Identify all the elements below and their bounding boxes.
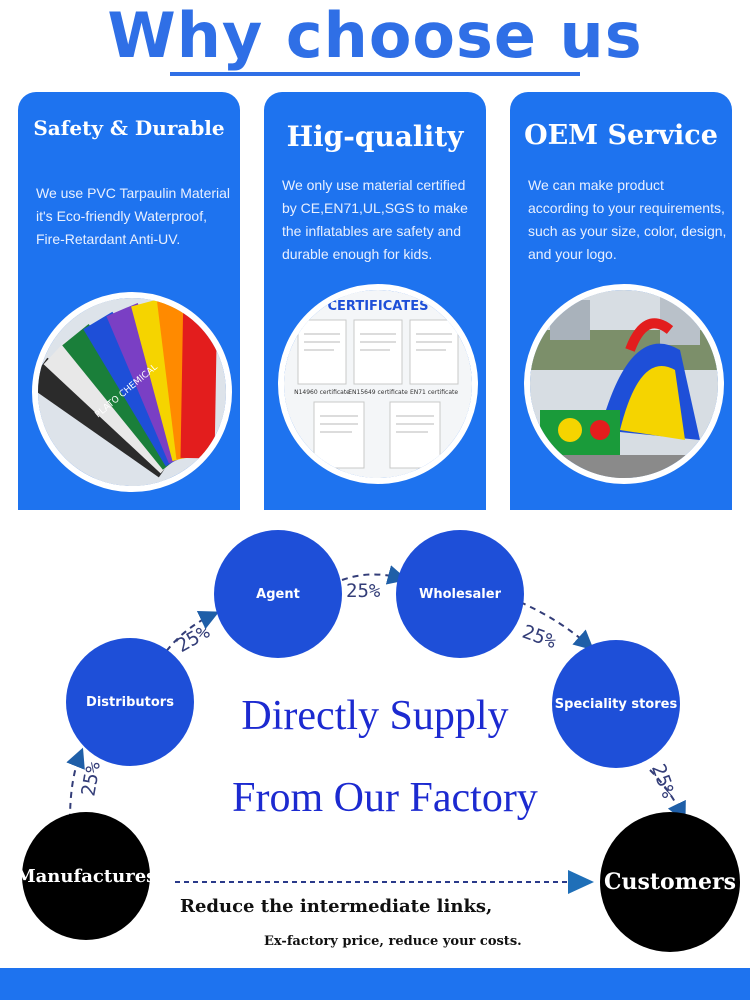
inflatable-slide-icon <box>530 290 718 478</box>
swatch-fan-icon: PLATO CHEMICAL <box>38 298 226 486</box>
card-title: OEM Service <box>524 120 718 151</box>
arrow-manufactures-distributors <box>66 747 85 821</box>
footer-line-1: Reduce the intermediate links, <box>180 896 493 917</box>
node-manufactures: Manufactures <box>16 812 156 940</box>
pvc-swatches-image: PLATO CHEMICAL <box>32 292 232 492</box>
card-oem: OEM Service We can make product accordin… <box>510 92 732 510</box>
node-wholesaler: Wholesaler <box>396 530 524 658</box>
node-customers: Customers <box>600 812 740 952</box>
cert-caption: EN71 certificate <box>410 389 458 396</box>
certificates-icon: CERTIFICATES N14960 certificate EN15649 … <box>284 290 472 478</box>
card-safety: Safety & Durable We use PVC Tarpaulin Ma… <box>18 92 240 510</box>
headline-line-1: Directly Supply <box>241 693 509 739</box>
card-text: We can make product according to your re… <box>528 177 727 262</box>
footer-line-2: Ex-factory price, reduce your costs. <box>264 934 522 949</box>
title-underline <box>170 72 580 76</box>
card-title: Hig-quality <box>286 120 464 153</box>
arrow-head-icon <box>568 870 594 894</box>
node-distributors: Distributors <box>66 638 194 766</box>
bottom-bar <box>0 968 750 1000</box>
certificates-image: CERTIFICATES N14960 certificate EN15649 … <box>278 284 478 484</box>
inflatable-slide-image <box>524 284 724 484</box>
arrow-speciality-customers <box>649 769 686 823</box>
cert-caption: EN15649 certificate <box>348 389 408 396</box>
node-agent: Agent <box>214 530 342 658</box>
arrow-agent-wholesaler <box>341 565 408 585</box>
card-text: We only use material certified by CE,EN7… <box>282 177 468 262</box>
certificates-heading: CERTIFICATES <box>328 299 429 314</box>
card-quality: Hig-quality We only use material certifi… <box>264 92 486 510</box>
headline-line-2: From Our Factory <box>232 775 538 821</box>
flow-arrows <box>66 565 686 894</box>
page-title: Why choose us <box>107 0 643 72</box>
card-title: Safety & Durable <box>33 116 225 140</box>
node-speciality-stores: Speciality stores <box>552 640 680 768</box>
arrow-distributors-agent <box>159 611 220 661</box>
card-text: We use PVC Tarpaulin Material it's Eco-f… <box>36 185 231 247</box>
cert-caption: N14960 certificate <box>294 389 350 396</box>
percent-label: 25% <box>346 580 381 602</box>
